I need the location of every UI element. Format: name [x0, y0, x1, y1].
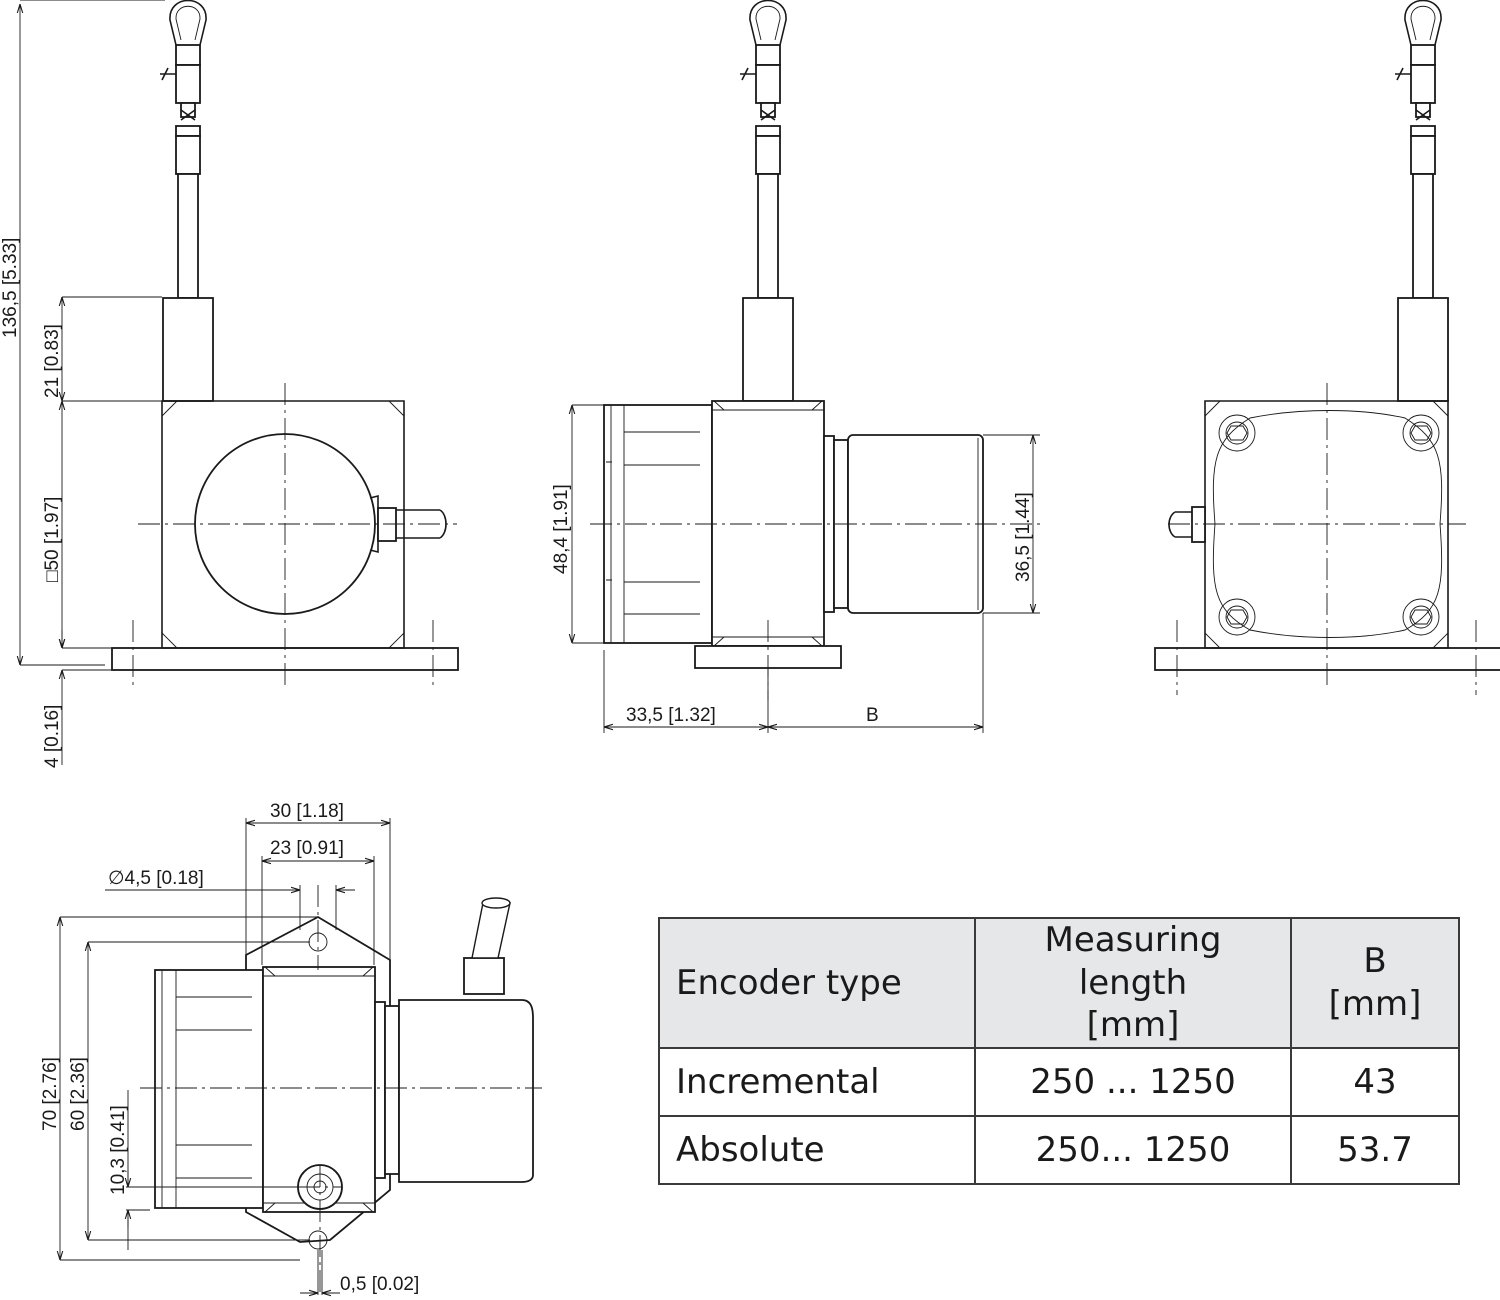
cell-measuring-length: 250 ... 1250	[974, 1046, 1292, 1117]
encoder-spec-table: Encoder type Measuring length [mm] B [mm…	[658, 917, 1460, 1185]
cell-encoder-type: Incremental	[658, 1046, 976, 1117]
dim-base-thickness: 4 [0.16]	[42, 705, 63, 768]
dim-axis-offset: 10,3 [0.41]	[108, 1105, 129, 1195]
dim-upper-height: 21 [0.83]	[42, 324, 63, 398]
cell-encoder-type: Absolute	[658, 1114, 976, 1185]
side-view: 48,4 [1.91] 36,5 [1.44] 33,5 [1.32] B	[551, 0, 1042, 733]
dim-hole-spacing-outer: 30 [1.18]	[270, 801, 344, 822]
dim-body-height: 48,4 [1.91]	[551, 484, 572, 574]
dim-hole-spacing-inner: 23 [0.91]	[270, 838, 344, 859]
dim-flange-length: 70 [2.76]	[40, 1057, 61, 1131]
dim-overall-height: 136,5 [5.33]	[0, 238, 21, 338]
rear-view	[1154, 0, 1500, 695]
header-encoder-type: Encoder type	[658, 917, 976, 1049]
bottom-view: 30 [1.18] 23 [0.91] ∅4,5 [0.18] 70 [2.76…	[40, 801, 542, 1295]
dim-encoder-length: B	[866, 705, 879, 726]
front-view: 136,5 [5.33] 21 [0.83] □50 [1.97] 4 [0.1…	[0, 0, 459, 768]
dim-hole-diameter: ∅4,5 [0.18]	[108, 868, 204, 889]
dim-body-length: 33,5 [1.32]	[626, 705, 716, 726]
header-measuring-length: Measuring length [mm]	[974, 917, 1292, 1049]
table-row: Incremental 250 ... 1250 43	[658, 1046, 1460, 1117]
dim-hole-pitch: 60 [2.36]	[68, 1057, 89, 1131]
cell-b: 43	[1290, 1046, 1460, 1117]
dim-encoder-height: 36,5 [1.44]	[1013, 492, 1034, 582]
dim-hole-offset: 0,5 [0.02]	[340, 1274, 419, 1295]
table-header-row: Encoder type Measuring length [mm] B [mm…	[658, 917, 1460, 1049]
dim-square-size: □50 [1.97]	[42, 497, 63, 582]
cell-b: 53.7	[1290, 1114, 1460, 1185]
header-b: B [mm]	[1290, 917, 1460, 1049]
table-row: Absolute 250... 1250 53.7	[658, 1114, 1460, 1185]
cell-measuring-length: 250... 1250	[974, 1114, 1292, 1185]
